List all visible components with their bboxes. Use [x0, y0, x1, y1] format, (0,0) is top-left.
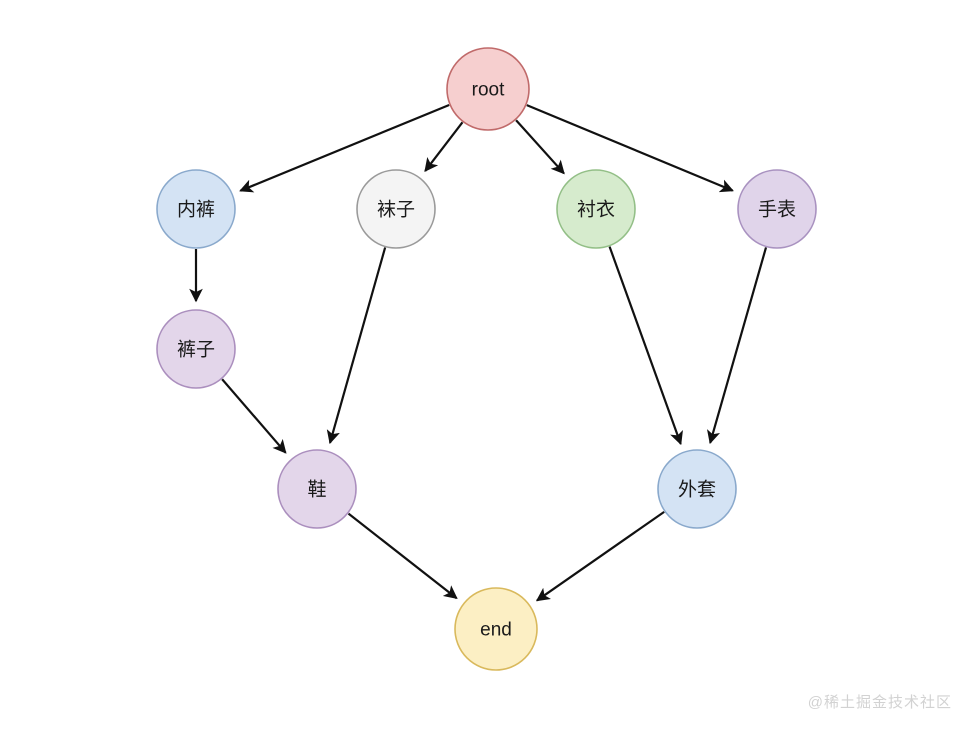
- edge-waitao-to-end: [535, 510, 665, 602]
- node-circle-waitao[interactable]: [657, 449, 737, 529]
- node-circle-neiku[interactable]: [156, 169, 236, 249]
- edge-root-to-wazi: [424, 121, 464, 172]
- node-end[interactable]: end: [454, 587, 538, 671]
- node-circle-root[interactable]: [446, 47, 530, 131]
- node-kuzi[interactable]: 裤子: [156, 309, 236, 389]
- node-chenyi[interactable]: 衬衣: [556, 169, 636, 249]
- edge-layer: [189, 103, 768, 602]
- edge-root-to-shoubiao: [526, 104, 734, 193]
- node-circle-xie[interactable]: [277, 449, 357, 529]
- node-neiku[interactable]: 内裤: [156, 169, 236, 249]
- edge-shoubiao-to-waitao: [707, 247, 768, 445]
- edge-root-to-neiku: [239, 103, 450, 193]
- edge-wazi-to-xie: [326, 247, 387, 445]
- edge-chenyi-to-waitao: [608, 246, 683, 446]
- node-wazi[interactable]: 袜子: [356, 169, 436, 249]
- node-xie[interactable]: 鞋: [277, 449, 357, 529]
- node-waitao[interactable]: 外套: [657, 449, 737, 529]
- node-circle-shoubiao[interactable]: [737, 169, 817, 249]
- node-circle-kuzi[interactable]: [156, 309, 236, 389]
- edge-kuzi-to-xie: [221, 378, 287, 454]
- node-shoubiao[interactable]: 手表: [737, 169, 817, 249]
- node-circle-chenyi[interactable]: [556, 169, 636, 249]
- edge-root-to-chenyi: [515, 119, 565, 175]
- node-circle-end[interactable]: [454, 587, 538, 671]
- watermark-text: @稀土掘金技术社区: [807, 694, 952, 711]
- edge-xie-to-end: [347, 512, 458, 600]
- node-circle-wazi[interactable]: [356, 169, 436, 249]
- node-root[interactable]: root: [446, 47, 530, 131]
